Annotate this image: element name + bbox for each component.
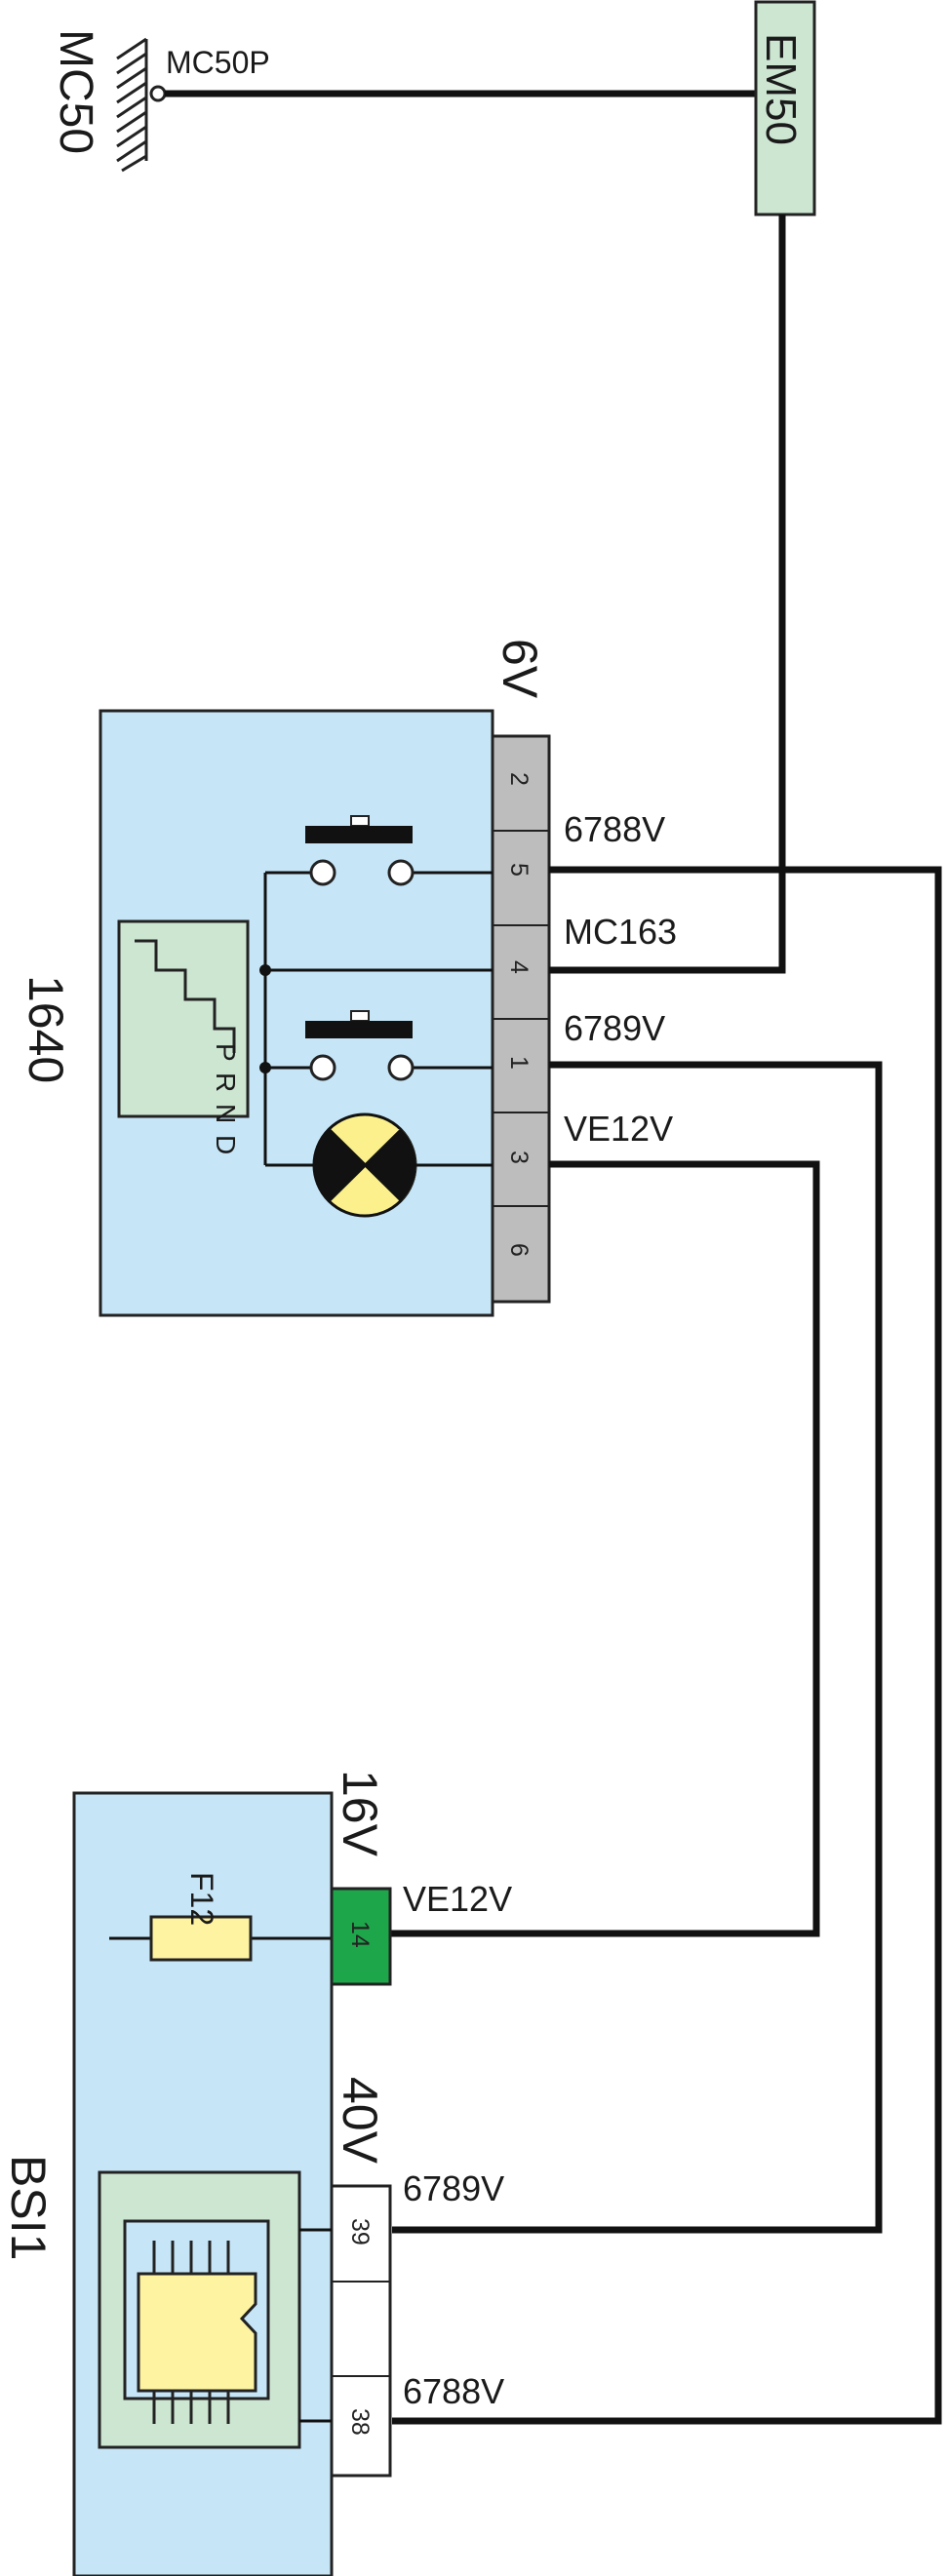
pin-2: 2 [505, 772, 533, 786]
connector-6v [491, 734, 551, 1304]
switch-contact-2 [305, 1010, 415, 1081]
connector-40v [330, 2184, 392, 2478]
pin-38: 38 [346, 2408, 374, 2436]
pin-1: 1 [505, 1056, 533, 1070]
connector-16v-label: 16V [333, 1770, 387, 1857]
fuse-f12-icon [149, 1915, 253, 1962]
pin-5: 5 [505, 863, 533, 877]
wire-label-bsi38: 6788V [403, 2371, 504, 2411]
ground-symbol [116, 37, 167, 173]
microcontroller-icon [98, 2170, 332, 2449]
switch-contact-1 [305, 815, 415, 886]
lamp-icon [312, 1112, 417, 1218]
splice-em50-label: EM50 [757, 33, 805, 145]
wire-6788v [392, 866, 942, 2425]
component-1640-label: 1640 [19, 975, 73, 1083]
wire-label-bsi39: 6789V [403, 2168, 504, 2208]
connector-16v [330, 1887, 392, 1986]
fuse-label: F12 [184, 1872, 219, 1926]
wire-label-pin3: VE12V [564, 1109, 673, 1149]
splice-em50-box [754, 0, 816, 216]
pin-4: 4 [505, 960, 533, 974]
pin-14: 14 [346, 1921, 374, 1948]
wire-6789v [392, 1061, 883, 2234]
ground-label: MC50 [50, 29, 101, 154]
connector-40v-label: 40V [333, 2077, 387, 2165]
pin-39: 39 [346, 2218, 374, 2245]
wire-label-bsi14: VE12V [403, 1879, 512, 1919]
wire-label-pin4: MC163 [564, 912, 677, 952]
bsi-label: BSI1 [1, 2155, 56, 2260]
wire-label-pin1: 6789V [564, 1008, 665, 1048]
wire-label-pin5: 6788V [564, 809, 665, 849]
gear-selector-icon [117, 919, 250, 1118]
internal-wiring-1640 [259, 871, 493, 1167]
pin-6: 6 [505, 1243, 533, 1257]
wire-mc163 [549, 215, 786, 974]
gear-positions-label: P R N D [211, 1043, 241, 1156]
component-1640-connector-label: 6V [493, 639, 547, 699]
ground-point-label: MC50P [166, 45, 270, 80]
wire-ve12v [390, 1160, 820, 1937]
pin-3: 3 [505, 1151, 533, 1164]
